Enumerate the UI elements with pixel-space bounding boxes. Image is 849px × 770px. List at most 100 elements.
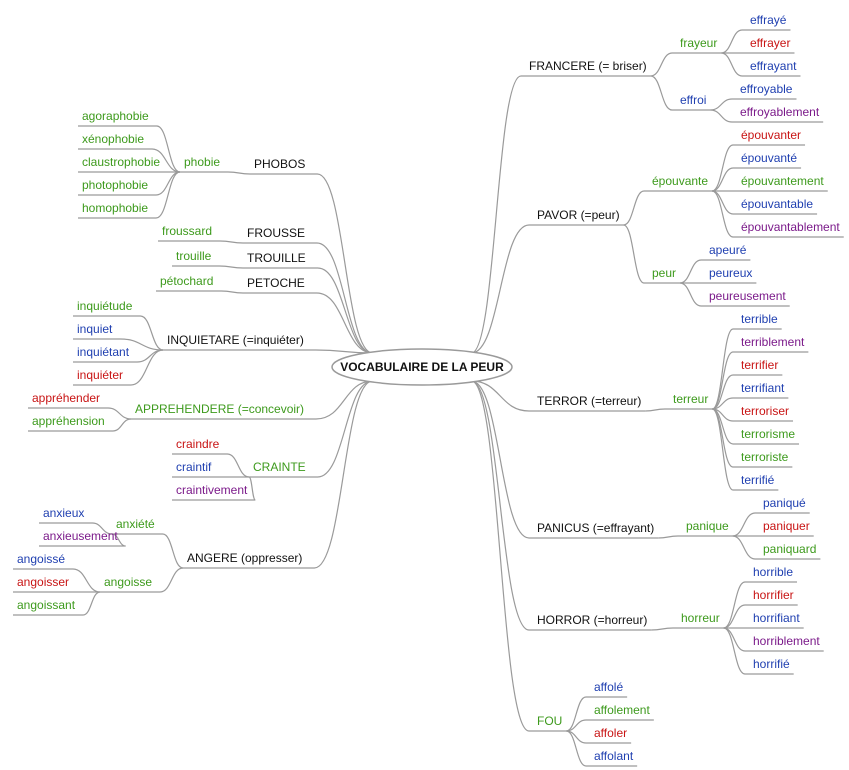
word-epouvantement: épouvantement <box>741 174 824 188</box>
word-peureusement: peureusement <box>709 289 786 303</box>
word-line <box>712 408 779 491</box>
word-line <box>172 476 256 501</box>
branch-line <box>471 380 652 631</box>
word-line <box>73 315 164 351</box>
branch-line <box>163 349 373 354</box>
word-line <box>710 98 797 111</box>
group-panique: panique <box>686 519 729 533</box>
word-line <box>721 52 801 77</box>
word-homophobie: homophobie <box>82 201 148 215</box>
word-apprehension: appréhension <box>32 414 105 428</box>
word-agoraphobie: agoraphobie <box>82 109 149 123</box>
group-peur: peur <box>652 266 676 280</box>
word-line <box>566 719 654 732</box>
word-line <box>711 167 802 192</box>
word-line <box>28 418 132 432</box>
word-line <box>566 696 628 732</box>
word-line <box>732 512 810 537</box>
word-terroriste: terroriste <box>741 450 789 464</box>
branch-phobos: PHOBOS <box>254 157 305 171</box>
branch-pavor-peur: PAVOR (=peur) <box>537 208 620 222</box>
word-horrifiant: horrifiant <box>753 611 800 625</box>
word-terrorisme: terrorisme <box>741 427 795 441</box>
word-inquietude: inquiétude <box>77 299 133 313</box>
word-affoler: affoler <box>594 726 627 740</box>
word-inquietant: inquiétant <box>77 345 130 359</box>
word-epouvanter: épouvanter <box>741 128 801 142</box>
word-paniquer: paniquer <box>763 519 810 533</box>
word-line <box>712 328 782 410</box>
group-line <box>112 533 184 569</box>
word-line <box>13 591 101 616</box>
branch-line <box>471 224 624 354</box>
word-line <box>732 535 821 560</box>
word-affolement: affolement <box>594 703 650 717</box>
word-angoissant: angoissant <box>17 598 76 612</box>
word-petochard: pétochard <box>160 274 213 288</box>
word-peureux: peureux <box>709 266 752 280</box>
word-line <box>28 407 132 420</box>
branch-frousse: FROUSSE <box>247 226 305 240</box>
word-line <box>721 29 791 54</box>
word-xenophobie: xénophobie <box>82 132 144 146</box>
word-line <box>723 604 798 629</box>
word-anxieux: anxieux <box>43 506 84 520</box>
word-craintif: craintif <box>176 460 212 474</box>
group-epouvante: épouvante <box>652 174 708 188</box>
branch-line <box>249 380 373 478</box>
word-line <box>156 290 244 294</box>
branch-fou: FOU <box>537 714 562 728</box>
word-epouvantable: épouvantable <box>741 197 813 211</box>
word-line <box>172 453 250 478</box>
word-line <box>73 338 164 351</box>
word-terrifie: terrifié <box>741 473 775 487</box>
group-terreur: terreur <box>673 392 708 406</box>
word-line <box>712 374 783 410</box>
group-line <box>651 627 724 631</box>
word-terrible: terrible <box>741 312 778 326</box>
word-paniquard: paniquard <box>763 542 816 556</box>
word-affole: affolé <box>594 680 623 694</box>
branch-horror-horreur: HORROR (=horreur) <box>537 613 647 627</box>
branch-line <box>243 292 373 354</box>
word-anxieusement: anxieusement <box>43 529 118 543</box>
group-line <box>623 190 713 226</box>
word-epouvantablement: épouvantablement <box>741 220 840 234</box>
group-horreur: horreur <box>681 611 720 625</box>
word-line <box>13 568 101 593</box>
word-line <box>172 265 244 269</box>
word-effrayer: effrayer <box>750 36 790 50</box>
word-terroriser: terroriser <box>741 404 789 418</box>
branch-line <box>243 242 373 354</box>
group-line <box>645 408 713 412</box>
group-frayeur: frayeur <box>680 36 717 50</box>
group-angoisse: angoisse <box>104 575 152 589</box>
group-line <box>100 567 184 593</box>
branch-panicus-effrayant: PANICUS (=effrayant) <box>537 521 654 535</box>
word-trouille: trouille <box>176 249 212 263</box>
word-craindre: craindre <box>176 437 220 451</box>
word-horrible: horrible <box>753 565 793 579</box>
branch-francere-briser: FRANCERE (= briser) <box>529 59 647 73</box>
group-line <box>623 224 681 284</box>
branch-line <box>131 380 373 420</box>
word-affolant: affolant <box>594 749 634 763</box>
word-line <box>158 240 244 244</box>
word-effroyablement: effroyablement <box>740 105 820 119</box>
branch-apprehendere-concevoir: APPREHENDERE (=concevoir) <box>135 402 304 416</box>
word-line <box>712 397 789 410</box>
word-horrifier: horrifier <box>753 588 794 602</box>
word-line <box>711 190 844 238</box>
word-froussard: froussard <box>162 224 212 238</box>
group-anxiete: anxiété <box>116 517 155 531</box>
group-line <box>658 535 733 539</box>
word-line <box>39 533 126 547</box>
word-effroyable: effroyable <box>740 82 793 96</box>
center-node: VOCABULAIRE DE LA PEUR <box>331 348 513 386</box>
word-epouvante: épouvanté <box>741 151 797 165</box>
word-panique: paniqué <box>763 496 806 510</box>
word-angoisse: angoissé <box>17 552 65 566</box>
word-effrayant: effrayant <box>750 59 797 73</box>
word-line <box>710 109 824 123</box>
